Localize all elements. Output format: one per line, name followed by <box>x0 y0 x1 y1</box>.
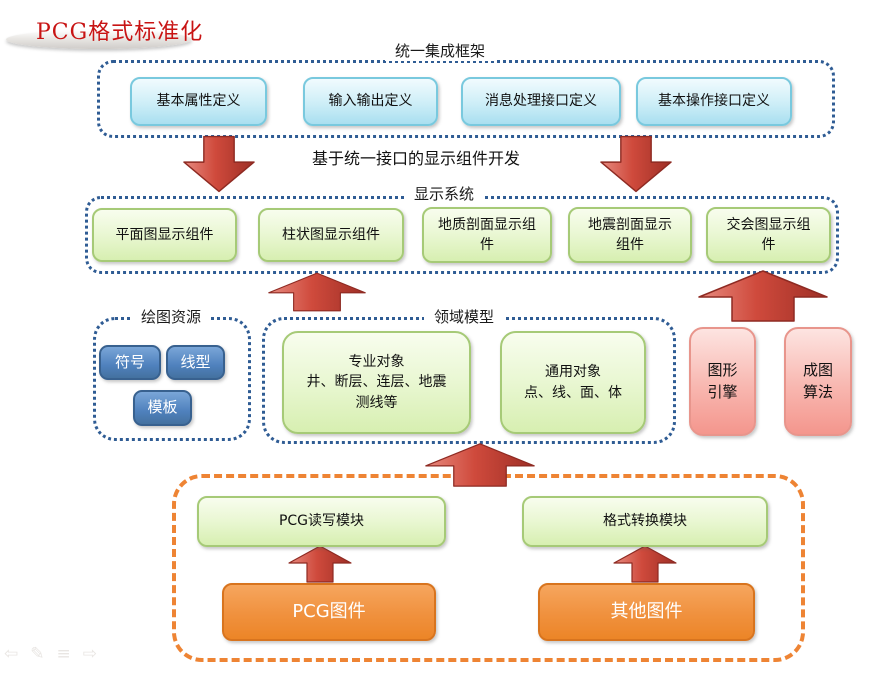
arrow-down-right-icon <box>600 135 672 193</box>
box-message-interface-def: 消息处理接口定义 <box>461 77 621 126</box>
presenter-toolbar: ⇦ ✎ ≡ ⇨ <box>4 644 97 664</box>
box-input-output-def: 输入输出定义 <box>303 77 438 126</box>
domain-model-label: 领域模型 <box>424 306 505 327</box>
resources-label: 绘图资源 <box>131 306 212 327</box>
box-symbol: 符号 <box>99 345 161 380</box>
box-template: 模板 <box>133 390 192 426</box>
arrow-up-pcg-icon <box>288 545 352 583</box>
integration-frame <box>97 60 835 138</box>
arrow-down-left-icon <box>183 135 255 193</box>
box-graphics-engine: 图形 引擎 <box>689 327 756 436</box>
box-crossplot-component: 交会图显示组 件 <box>706 207 831 263</box>
arrow-up-domain-icon <box>268 272 366 312</box>
arrow-up-engine-icon <box>698 270 828 322</box>
arrow-up-conversion-icon <box>425 443 535 487</box>
box-basic-attribute-def: 基本属性定义 <box>130 77 267 126</box>
box-basic-operation-interface-def: 基本操作接口定义 <box>636 77 792 126</box>
box-mapping-algorithm: 成图 算法 <box>784 327 852 436</box>
box-pcg-rw-module: PCG读写模块 <box>197 496 446 547</box>
caption-unified-interface: 基于统一接口的显示组件开发 <box>312 149 521 168</box>
box-format-conversion-module: 格式转换模块 <box>522 496 768 547</box>
prev-slide-icon[interactable]: ⇦ <box>4 644 19 664</box>
next-slide-icon[interactable]: ⇨ <box>82 644 97 664</box>
title-ellipse-shape <box>6 30 192 49</box>
menu-icon[interactable]: ≡ <box>56 644 71 664</box>
pen-icon[interactable]: ✎ <box>30 644 45 664</box>
box-geo-section-component: 地质剖面显示组 件 <box>422 207 552 263</box>
box-generic-objects: 通用对象 点、线、面、体 <box>500 331 646 434</box>
box-other-files: 其他图件 <box>538 583 755 641</box>
box-pcg-files: PCG图件 <box>222 583 436 641</box>
box-professional-objects: 专业对象 井、断层、连层、地震 测线等 <box>282 331 471 434</box>
page-title: PCG格式标准化 <box>36 20 204 45</box>
box-seismic-section-component: 地震剖面显示 组件 <box>568 207 692 263</box>
integration-frame-label: 统一集成框架 <box>385 40 496 61</box>
box-linetype: 线型 <box>166 345 225 380</box>
arrow-up-other-icon <box>613 545 677 583</box>
display-system-label: 显示系统 <box>404 183 485 204</box>
box-planview-component: 平面图显示组件 <box>92 208 237 262</box>
box-histogram-component: 柱状图显示组件 <box>258 208 404 262</box>
